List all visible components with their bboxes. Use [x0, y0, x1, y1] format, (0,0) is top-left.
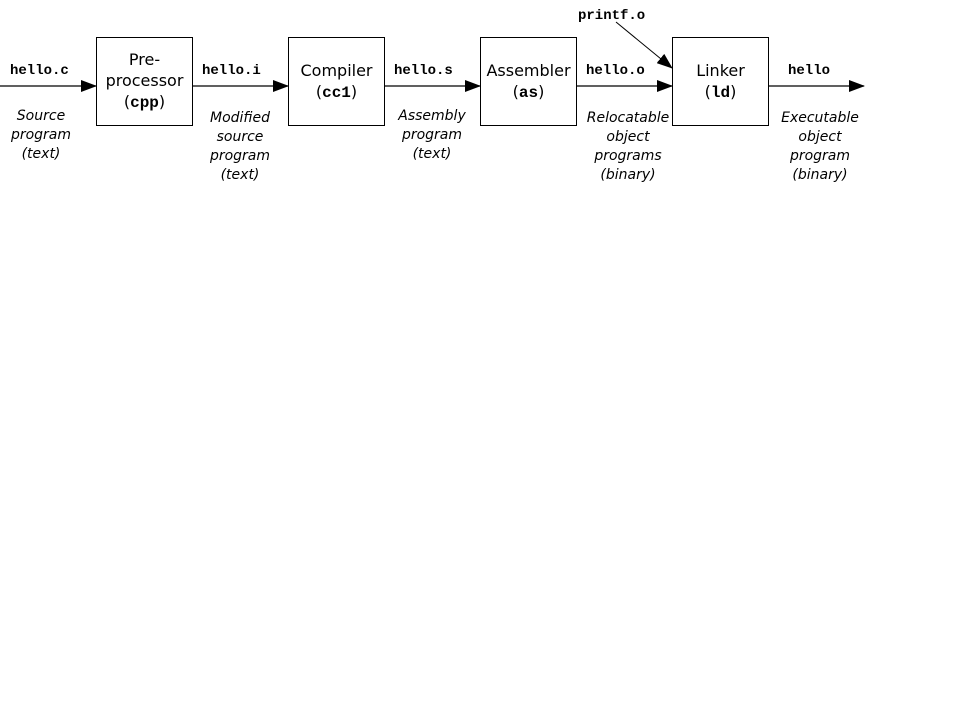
file-desc-hello-c: Source program (text)	[0, 107, 82, 164]
file-desc-hello-i: Modified source program (text)	[195, 109, 285, 185]
desc-line: program	[789, 148, 851, 164]
desc-line: programs	[594, 148, 662, 164]
stage-name-line: Pre-	[128, 50, 161, 69]
desc-line: (text)	[220, 167, 260, 183]
file-desc-hello-o: Relocatable object programs (binary)	[578, 109, 678, 185]
stage-program: (as)	[512, 81, 545, 102]
stage-name-line: processor	[105, 71, 184, 90]
program-name: cpp	[130, 94, 159, 112]
program-name: as	[518, 83, 539, 102]
desc-line: Relocatable	[586, 110, 670, 126]
desc-line: (binary)	[792, 167, 848, 183]
desc-line: program	[10, 127, 72, 143]
desc-line: (binary)	[600, 167, 656, 183]
desc-line: (text)	[21, 146, 61, 162]
compiler-box: Compiler (cc1)	[288, 37, 385, 126]
desc-line: Source	[16, 108, 66, 124]
file-desc-hello: Executable object program (binary)	[770, 109, 870, 185]
stage-program: (cc1)	[315, 81, 358, 102]
desc-line: program	[209, 148, 271, 164]
file-label-hello-c: hello.c	[10, 63, 69, 79]
stage-program: (cpp)	[123, 92, 166, 112]
stage-name-line: Linker	[696, 60, 745, 80]
desc-line: source	[216, 129, 264, 145]
file-label-hello-s: hello.s	[394, 63, 453, 79]
program-name: cc1	[322, 83, 351, 102]
stage-program: (ld)	[704, 81, 737, 102]
file-label-hello-i: hello.i	[202, 63, 261, 79]
preprocessor-box: Pre- processor (cpp)	[96, 37, 193, 126]
assembler-box: Assembler (as)	[480, 37, 577, 126]
stage-name-line: Compiler	[300, 60, 373, 80]
file-desc-hello-s: Assembly program (text)	[387, 107, 477, 164]
desc-line: Assembly	[398, 108, 466, 124]
desc-line: program	[401, 127, 463, 143]
desc-line: object	[798, 129, 842, 145]
desc-line: (text)	[412, 146, 452, 162]
stage-name-line: Assembler	[486, 60, 571, 80]
arrow-printf-o	[615, 21, 673, 69]
file-label-printf-o: printf.o	[578, 8, 646, 24]
linker-box: Linker (ld)	[672, 37, 769, 126]
desc-line: Executable	[781, 110, 859, 126]
program-name: ld	[710, 83, 731, 102]
desc-line: object	[606, 129, 650, 145]
file-label-hello-o: hello.o	[586, 63, 645, 79]
desc-line: Modified	[210, 110, 270, 126]
file-label-hello: hello	[788, 63, 831, 79]
